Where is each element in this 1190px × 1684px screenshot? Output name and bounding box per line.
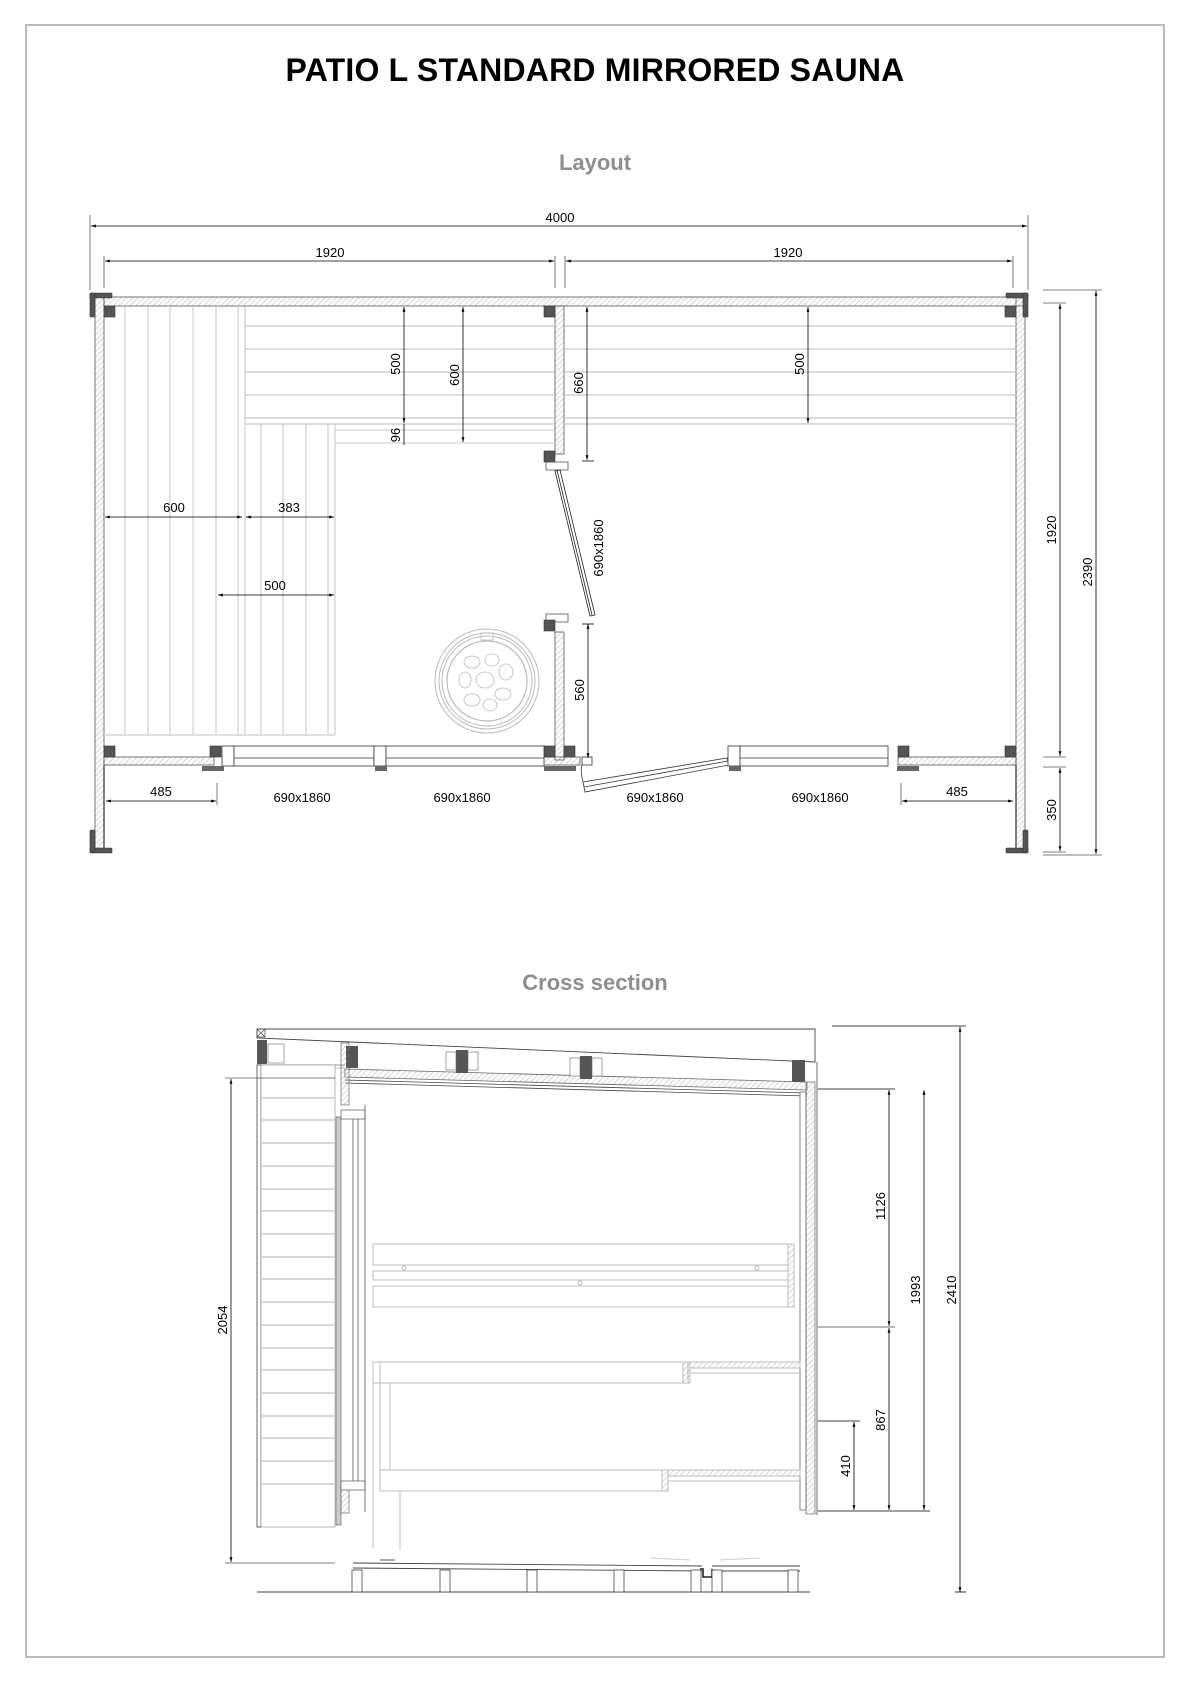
left-wall-with-door — [340, 1042, 366, 1514]
page-title: PATIO L STANDARD MIRRORED SAUNA — [285, 52, 905, 88]
svg-text:660: 660 — [571, 372, 586, 394]
dim-total-width: 4000 — [89, 210, 1029, 290]
dim-bench-upper-right: 500 — [792, 307, 810, 423]
cross-section-title: Cross section — [522, 970, 668, 995]
dim-room-depth: 1920 — [1043, 302, 1066, 758]
svg-text:600: 600 — [447, 364, 462, 386]
svg-text:485: 485 — [150, 784, 172, 799]
bench-side-left — [104, 306, 336, 736]
front-glass-panel-1 — [202, 745, 375, 771]
svg-text:1993: 1993 — [908, 1276, 923, 1305]
dim-bench-upper-left-total: 600 — [447, 307, 465, 442]
svg-text:500: 500 — [792, 353, 807, 375]
dim-door-height: 2054 — [215, 1077, 335, 1564]
svg-text:690x1860: 690x1860 — [591, 519, 606, 576]
page-frame — [25, 24, 1165, 1658]
upper-bench — [372, 1361, 801, 1470]
layout-plan: 4000 1920 1920 — [89, 210, 1102, 856]
svg-text:2390: 2390 — [1080, 558, 1095, 587]
svg-text:500: 500 — [264, 578, 286, 593]
bench-step-strip — [334, 424, 555, 444]
cross-section: 2054 1126 867 1993 410 2410 — [215, 1025, 966, 1593]
svg-text:485: 485 — [946, 784, 968, 799]
svg-text:560: 560 — [572, 679, 587, 701]
dim-side-bench-width: 600 — [105, 500, 243, 519]
dim-right-room-width: 1920 — [564, 245, 1014, 288]
svg-text:1920: 1920 — [774, 245, 803, 260]
svg-text:2054: 2054 — [215, 1306, 230, 1335]
svg-text:600: 600 — [163, 500, 185, 515]
dim-porch-depth: 350 — [1043, 766, 1066, 853]
dim-ceiling-height: 1993 — [818, 1090, 930, 1512]
partition-wall-lower — [554, 631, 565, 761]
backrest — [372, 1243, 795, 1308]
front-glass-panel-2 — [373, 745, 576, 771]
svg-text:1920: 1920 — [1044, 516, 1059, 545]
dim-front-right-wall: 485 — [900, 783, 1013, 805]
svg-text:867: 867 — [873, 1409, 888, 1431]
svg-text:383: 383 — [278, 500, 300, 515]
svg-text:500: 500 — [388, 353, 403, 375]
svg-text:350: 350 — [1044, 799, 1059, 821]
front-wall-right — [897, 756, 1017, 766]
dim-total-height: 2410 — [832, 1025, 966, 1593]
front-wall-left — [103, 756, 215, 766]
entrance-door-label: 690x1860 — [626, 790, 683, 805]
svg-text:410: 410 — [838, 1455, 853, 1477]
partition-wall-upper — [554, 305, 565, 455]
svg-text:1920: 1920 — [316, 245, 345, 260]
svg-text:2410: 2410 — [944, 1276, 959, 1305]
inner-door: 690x1860 — [545, 461, 606, 623]
back-wall — [103, 296, 1027, 307]
dim-label: 4000 — [546, 210, 575, 225]
dim-side-bench-lower: 500 — [217, 578, 334, 597]
dim-upper-to-ceiling: 1126 — [818, 1088, 895, 1328]
glass-panel-3-label: 690x1860 — [791, 790, 848, 805]
porch-glass-wall — [256, 1064, 342, 1528]
svg-text:1126: 1126 — [873, 1192, 888, 1220]
front-glass-panel-3 — [727, 745, 919, 771]
svg-text:96: 96 — [388, 428, 403, 442]
ceiling — [344, 1046, 808, 1097]
dim-bench-upper-left: 500 96 — [388, 307, 406, 445]
left-wall — [94, 296, 105, 853]
dim-lower-bench-height: 410 — [818, 1420, 860, 1510]
dim-partition-upper: 660 — [571, 307, 594, 462]
floor — [257, 1557, 810, 1593]
front-wall-center — [539, 756, 581, 766]
dim-total-depth: 2390 — [1043, 289, 1102, 856]
dim-left-room-width: 1920 — [103, 245, 556, 288]
glass-panel-1-label: 690x1860 — [273, 790, 330, 805]
bench-upper-right — [564, 325, 1016, 425]
right-wall — [799, 1062, 818, 1515]
entrance-door — [580, 756, 730, 793]
dim-partition-lower: 560 — [572, 623, 594, 758]
layout-section-title: Layout — [558, 150, 632, 175]
bench-upper-left — [244, 306, 555, 425]
dim-side-bench-step: 383 — [245, 500, 334, 519]
right-wall — [1015, 296, 1026, 853]
dim-upper-bench-height: 867 — [873, 1328, 891, 1510]
glass-panel-2-label: 690x1860 — [433, 790, 490, 805]
corner-posts — [89, 292, 1029, 854]
sauna-heater-stones-icon — [434, 628, 540, 734]
dim-front-left-wall: 485 — [106, 783, 218, 805]
lower-bench — [372, 1383, 801, 1550]
